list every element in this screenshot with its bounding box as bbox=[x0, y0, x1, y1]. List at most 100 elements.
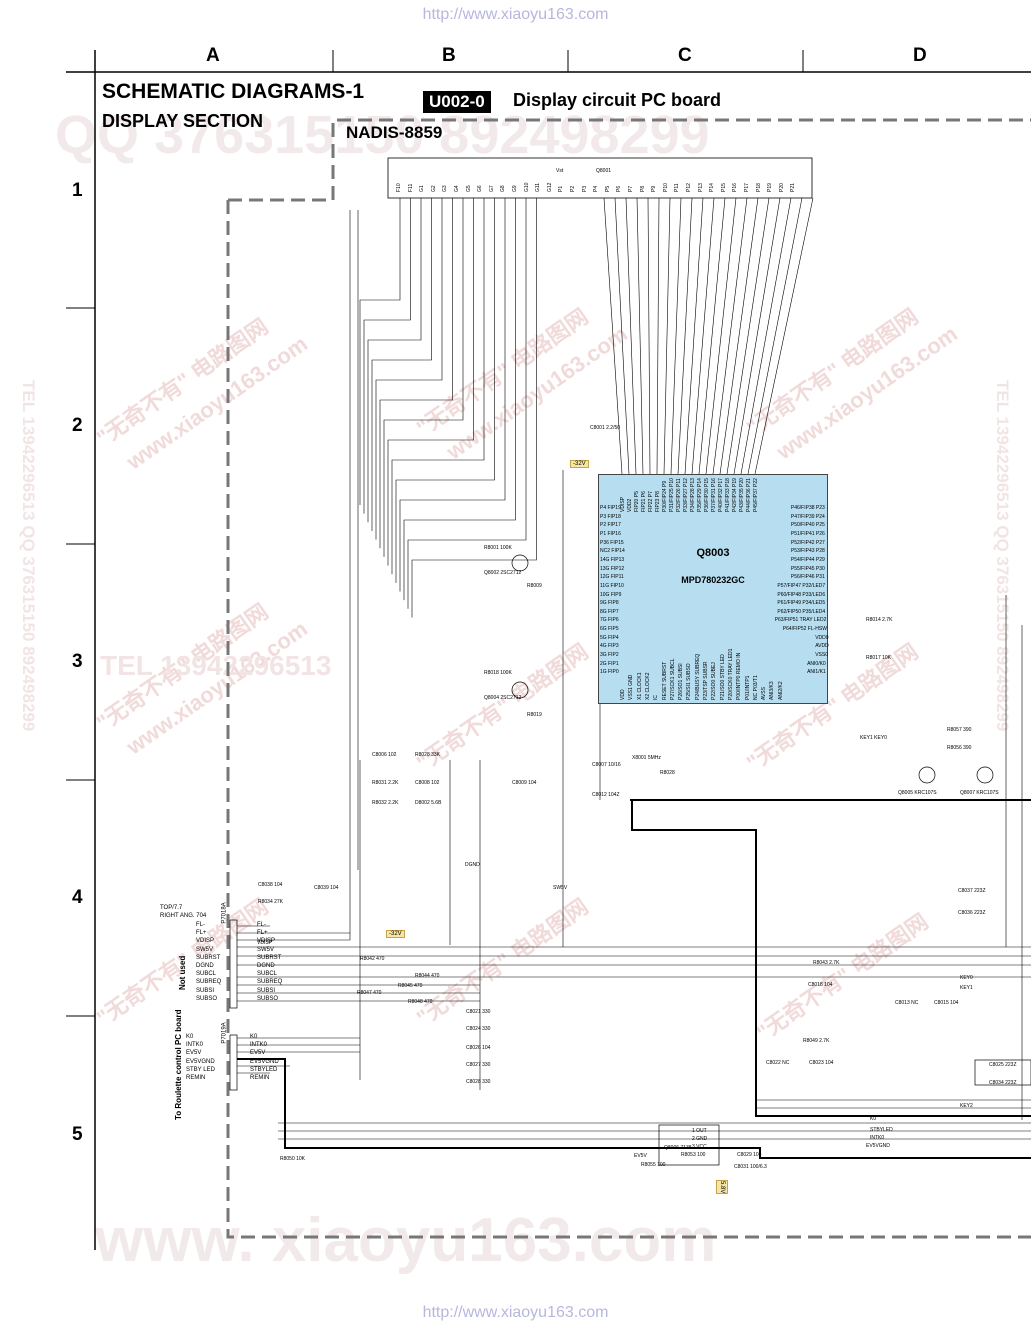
watermark-qq: QQ 376315150 892498299 bbox=[55, 105, 710, 165]
connector-net-label: VDISP bbox=[257, 938, 276, 945]
connector-net-label: SUBSO bbox=[257, 995, 279, 1002]
not-used-label: Not used bbox=[178, 955, 187, 990]
ic-right-pin-label: P62/FIP50 P35/LED4 bbox=[777, 608, 826, 615]
tube-pin-label: P19 bbox=[767, 183, 774, 192]
voltage-flag: -32V bbox=[386, 930, 405, 938]
row-header-5: 5 bbox=[72, 1124, 83, 1145]
connector-pin-label: SUBRST bbox=[196, 954, 221, 961]
component-label: R8050 10K bbox=[280, 1156, 306, 1162]
ic-bottom-pin-label: P01/INTP1 bbox=[744, 675, 751, 700]
tube-pin-label: P13 bbox=[697, 183, 704, 192]
ic-bottom-pin-label: NC P03/T1 bbox=[752, 675, 759, 700]
ic-right-pin-label: AVDD bbox=[815, 643, 829, 650]
column-header-b: B bbox=[442, 45, 456, 66]
connector-net-label: REMIN bbox=[250, 1075, 270, 1081]
component-label: C8024 330 bbox=[466, 1026, 491, 1032]
component-label: C8027 330 bbox=[466, 1062, 491, 1068]
component-label: C8038 104 bbox=[258, 882, 283, 888]
ic-top-pin-label: P45/FIP37 P22 bbox=[753, 478, 759, 512]
source-url-bottom[interactable]: http://www.xiaoyu163.com bbox=[422, 1304, 609, 1321]
component-label: R8042 470 bbox=[360, 956, 385, 962]
component-label: C8023 104 bbox=[809, 1060, 834, 1066]
net-label: KEY1 KEY0 bbox=[860, 735, 887, 741]
net-label: 3 VCC bbox=[692, 1144, 707, 1150]
connector-net-label: SUBREQ bbox=[257, 979, 283, 986]
net-label: K0 bbox=[870, 1116, 877, 1122]
watermark-site: www. xiaoyu163.com bbox=[95, 1206, 717, 1275]
tube-pin-label: G9 bbox=[512, 185, 518, 192]
component-label: R8028 bbox=[660, 770, 675, 776]
ic-top-pin-label: P32/FIP26 P11 bbox=[676, 478, 682, 512]
ic-right-pin-label: VDD0 bbox=[815, 634, 829, 641]
ic-top-pin-label: FIP22 P7 bbox=[648, 491, 654, 512]
ic-left-pin-label: 6G FIP5 bbox=[600, 626, 619, 633]
connector-pin-label: EV5VGND bbox=[186, 1058, 215, 1065]
ic-left-pin-label: 2G FIP1 bbox=[600, 660, 619, 667]
connector-net-label: SUBRST bbox=[257, 954, 282, 961]
component-label: R8049 2.7K bbox=[803, 1038, 830, 1044]
connector-ref-upper: P7018A bbox=[221, 902, 228, 924]
ic-right-pin-label: P52/FIP42 P27 bbox=[790, 539, 825, 546]
connector-pin-label: SUBREQ bbox=[196, 979, 222, 986]
ic-bottom-pin-label: X2 CLOCK2 bbox=[644, 672, 651, 700]
tube-pin-label: G8 bbox=[500, 185, 507, 192]
net-label: EV5VGND bbox=[866, 1143, 890, 1149]
ic-right-pin-label: P61/FIP49 P34/LED5 bbox=[777, 600, 826, 607]
roulette-board-label: To Roulette control PC board bbox=[174, 1009, 183, 1120]
component-label: R8018 100K bbox=[484, 670, 512, 676]
tube-pin-label: P1 bbox=[558, 185, 565, 192]
component-label: C8039 104 bbox=[314, 885, 339, 891]
component-label: C8021 330 bbox=[466, 1009, 491, 1015]
component-label: C8022 NC bbox=[766, 1060, 790, 1066]
tube-pin-label: P18 bbox=[755, 183, 762, 192]
tube-pin-label: G2 bbox=[430, 185, 437, 192]
ic-right-pin-label: P64/FIP52 FL-HSW bbox=[782, 626, 827, 633]
row-header-4: 4 bbox=[72, 887, 83, 908]
tube-pin-label: G7 bbox=[488, 185, 495, 192]
mcu-ref: Q8003 bbox=[696, 547, 730, 559]
component-label: C8013 NC bbox=[895, 1000, 919, 1006]
ic-left-pin-label: 11G FIP10 bbox=[600, 582, 624, 589]
tube-pin-label: P8 bbox=[639, 185, 646, 192]
component-label: Q8005 KRC107S bbox=[898, 790, 937, 796]
source-url-top[interactable]: http://www.xiaoyu163.com bbox=[422, 6, 609, 23]
board-code-badge: U002-0 bbox=[423, 91, 491, 113]
ic-left-pin-label: P36 FIP15 bbox=[600, 539, 624, 546]
component-label: R8055 100 bbox=[641, 1162, 666, 1168]
ic-top-pin-label: P31/FIP25 P10 bbox=[669, 478, 675, 512]
component-label: C8008 102 bbox=[415, 780, 440, 786]
ic-top-pin-label: FIP20 P5 bbox=[634, 491, 640, 512]
component-label: R8031 2.2K bbox=[372, 780, 399, 786]
watermark-tel-mid: TEL 13942296513 bbox=[100, 650, 332, 681]
ic-right-pin-label: P46/FIP38 P23 bbox=[790, 505, 825, 511]
component-label: C8007 10/16 bbox=[592, 762, 621, 768]
ic-top-pin-label: P43/FIP35 P20 bbox=[739, 478, 745, 512]
column-header-d: D bbox=[913, 45, 927, 66]
ic-top-pin-label: VDD2 bbox=[627, 498, 633, 512]
component-label: X8001 5MHz bbox=[632, 755, 661, 761]
tube-label: Vst bbox=[556, 168, 564, 174]
tube-pin-label: P3 bbox=[581, 185, 588, 192]
connector-title-2: RIGHT ANG. 704 bbox=[160, 913, 207, 919]
component-label: R8019 bbox=[527, 712, 542, 718]
ic-bottom-pin-label: P20/SCK0 TRAY LED1 bbox=[727, 648, 734, 700]
tube-pin-label: G3 bbox=[442, 185, 449, 192]
component-label: C8001 2.2/50 bbox=[590, 425, 621, 431]
component-label: R8001 100K bbox=[484, 545, 512, 551]
ic-right-pin-label: P56/FIP46 P31 bbox=[790, 574, 825, 581]
component-label: C8009 104 bbox=[512, 780, 537, 786]
component-label: R8032 2.2K bbox=[372, 800, 399, 806]
net-label: KEY0 bbox=[960, 975, 973, 981]
ic-top-pin-label: P41/FIP33 P18 bbox=[725, 478, 731, 512]
tube-pin-label: P14 bbox=[709, 183, 716, 192]
connector-net-label: EV5V bbox=[250, 1050, 266, 1057]
ic-left-pin-label: 12G FIP11 bbox=[600, 574, 624, 581]
connector-net-label: SUBCL bbox=[257, 971, 278, 978]
net-label: INTK0 bbox=[870, 1135, 885, 1141]
connector-pin-label: EV5V bbox=[186, 1050, 202, 1057]
component-label: C8034 223Z bbox=[989, 1080, 1017, 1086]
ic-bottom-pin-label: P27/SCK1 SUBCL bbox=[669, 658, 676, 700]
tube-pin-label: P6 bbox=[616, 185, 623, 192]
ic-left-pin-label: 13G FIP12 bbox=[600, 565, 625, 572]
